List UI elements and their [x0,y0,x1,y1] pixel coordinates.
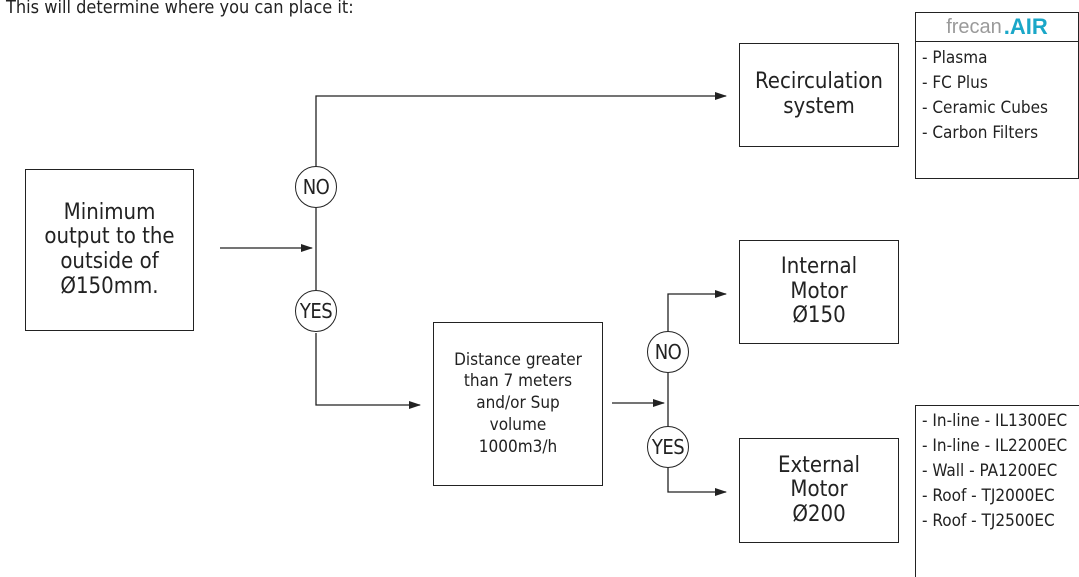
decision-2-yes-node: YES [647,426,689,468]
list-item: - Roof - TJ2000EC [922,486,1055,506]
decision-1-yes-node: YES [295,290,337,332]
external-motor-options-panel: - In-line - IL1300EC - In-line - IL2200E… [915,405,1079,577]
decision-2-yes-label: YES [651,435,685,459]
recirculation-box: Recirculation system [739,43,899,147]
decision-1-no-node: NO [295,166,337,208]
decision-2-no-node: NO [647,331,689,373]
decision-1-yes-branch [315,333,421,409]
list-item: - Plasma [922,48,988,68]
decision-2-no-label: NO [654,340,682,364]
decision-2-yes-branch [667,468,727,496]
frecan-air-logo: frecan.AIR [916,13,1078,42]
logo-air-mark: .AIR [1003,14,1048,39]
list-item: - FC Plus [922,73,988,93]
logo-wordmark: frecan [946,15,1002,38]
list-item: - Roof - TJ2500EC [922,511,1055,531]
list-item: - Ceramic Cubes [922,98,1049,118]
recirculation-options-list: - Plasma - FC Plus - Ceramic Cubes - Car… [916,42,1078,146]
frecan-air-panel: frecan.AIR - Plasma - FC Plus - Ceramic … [915,12,1079,179]
list-item: - Carbon Filters [922,123,1039,143]
internal-motor-box: Internal Motor Ø150 [739,240,899,344]
external-motor-options-list: - In-line - IL1300EC - In-line - IL2200E… [916,406,1079,534]
decision-2-no-branch [667,290,727,331]
decision-1-no-branch [315,92,727,187]
intro-text: This will determine where you can place … [6,0,354,18]
recirculation-label: Recirculation system [755,69,883,119]
start-box-label: Minimum output to the outside of Ø150mm. [44,199,175,299]
list-item: - In-line - IL1300EC [922,411,1068,431]
list-item: - Wall - PA1200EC [922,461,1058,481]
decision-1-no-label: NO [302,175,330,199]
external-motor-label: External Motor Ø200 [777,452,861,527]
internal-motor-label: Internal Motor Ø150 [780,254,858,329]
list-item: - In-line - IL2200EC [922,436,1068,456]
external-motor-box: External Motor Ø200 [739,438,899,543]
distance-decision-label: Distance greater than 7 meters and/or Su… [454,349,582,457]
distance-decision-box: Distance greater than 7 meters and/or Su… [433,322,603,486]
start-box: Minimum output to the outside of Ø150mm. [25,169,194,331]
decision-1-yes-label: YES [299,299,333,323]
